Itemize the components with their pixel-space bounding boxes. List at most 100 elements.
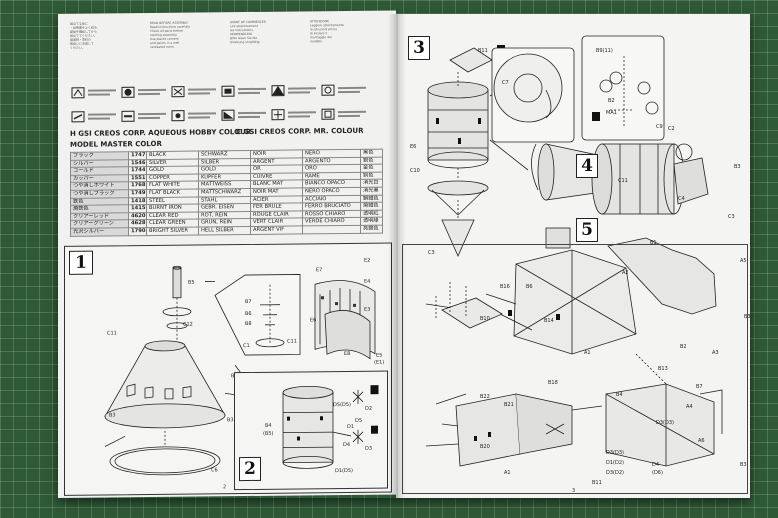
instruction-icons [70,83,384,134]
label-b16: B16 [500,284,510,290]
step-3-number: 3 [408,36,430,60]
left-page-number: 2 [223,484,227,491]
paint-cell-de: HELL SILBER [198,226,251,235]
label-b3-step3: B3 [734,164,741,170]
label-b18: B18 [548,380,558,386]
paint-cell-code: 4628 [128,219,147,228]
label-e3: E3 [364,306,371,313]
label-a5: A5 [740,258,747,264]
paint-cell-code: 1418 [128,197,147,205]
label-a4: A4 [686,404,693,410]
right-page: 3 B11 C5 E6 C10 [396,14,750,498]
label-e7: E7 [316,267,323,274]
label-b2-step5: B2 [680,344,687,350]
paint-cell-code: 1768 [128,181,147,190]
label-c7: C7 [502,80,509,86]
header-text-english: READ BEFORE ASSEMBLY Read instructions c… [150,20,191,50]
label-b22: B22 [480,394,490,400]
label-ma1: MA1 [606,110,617,116]
label-c12: C12 [183,321,193,328]
paint-cell-code: 1790 [128,227,147,236]
label-d5: D5(D5) [333,401,351,409]
aqueous-heading: H GSI CREOS CORP. AQUEOUS HOBBY COLOUR [70,128,251,138]
step-2-drawing [282,385,379,469]
step-3-drawing [427,45,529,257]
label-c3: C3 [428,250,435,256]
header-text-japanese: 組立てる前に ・説明書をよく読み、 部品を確認してから 組立ててください。 接着… [70,21,101,50]
label-b1-step5: B1 [650,240,657,246]
label-d6-bracket: (D6) [652,470,663,476]
mr-colour-title: GSI CREOS CORP. MR. COLOUR [243,126,364,137]
label-b9: B9(11) [596,48,613,54]
paint-cell-jp: 光沢シルバー [70,227,129,236]
label-c9: C9 [656,124,663,130]
label-b7: B7 [245,298,252,306]
paint-cell-code: 1415 [128,204,147,213]
label-d4: D4 [343,441,351,449]
label-d3-d2: D3(D2) [606,470,624,476]
label-e4: E4 [364,278,371,285]
paint-cell-code: 1747 [128,151,147,160]
label-b3-step5: B3 [744,314,750,320]
label-b3: B3 [109,412,116,419]
label-c3-step4: C3 [728,214,735,220]
label-b6-step5: B6 [526,284,533,290]
label-d1: D1 [347,423,355,430]
label-b2-step3: B2 [608,98,615,104]
label-e8: E8 [344,350,351,358]
model-master-heading: MODEL MASTER COLOR [70,140,162,149]
label-b5-bracket: (B5) [263,430,274,437]
header-text-italian: ATTENZIONE Leggere attentamente le istru… [310,19,344,44]
label-b21: B21 [504,402,514,408]
mr-colour-prefix: C [236,128,242,137]
label-e5: E5 [376,352,383,359]
label-c11: C11 [107,330,117,337]
model-master-title: MODEL MASTER COLOR [70,139,162,149]
label-a1: A1 [584,350,591,356]
instruction-booklet: 組立てる前に ・説明書をよく読み、 部品を確認してから 組立ててください。 接着… [58,10,750,499]
label-b5: B5 [188,279,195,286]
paint-cell-code: 4620 [128,212,147,221]
label-c11-step4: C11 [618,178,628,184]
paint-cell-code: 1744 [128,166,147,175]
paint-cell-code: 1749 [128,189,147,198]
label-b3-lower: B3 [740,462,747,468]
label-d5-small: D5 [355,417,363,424]
label-c1: C1 [243,342,250,350]
label-a2: A2 [622,270,629,276]
label-e6: E6 [310,317,317,324]
label-e2: E2 [364,257,371,264]
label-d2: D2 [365,405,373,412]
label-c4: C4 [678,196,685,202]
step-3-panel: 3 B11 C5 E6 C10 [402,20,570,257]
mr-colour-heading: C GSI CREOS CORP. MR. COLOUR [236,127,363,136]
label-a3: A3 [712,350,719,356]
label-b11-step5: B11 [592,480,602,486]
paint-cell-code: 1546 [128,159,147,167]
label-e6-step3: E6 [410,144,417,150]
label-b4-step5: B4 [616,392,623,398]
label-b8: B8 [245,320,252,328]
paint-cell-fr: ARGENT VIF [250,225,303,235]
aqueous-title: GSI CREOS CORP. AQUEOUS HOBBY COLOUR [78,127,252,138]
label-d4-step5: D4 [652,462,660,468]
paint-cell-en: BRIGHT SILVER [146,226,199,236]
label-c10: C10 [410,168,420,174]
label-d1-d2: D1(D2) [606,460,624,466]
label-c6: C6 [211,467,218,474]
label-b7-step5: B7 [696,384,703,390]
label-d3-d3-right: D3(D3) [656,420,674,426]
label-b11: B11 [478,48,488,54]
label-c2: C2 [668,126,675,132]
label-e1: (E1) [374,359,385,366]
step-3-detail-drawing [425,35,723,467]
left-page: 組立てる前に ・説明書をよく読み、 部品を確認してから 組立ててください。 接着… [58,10,396,499]
paint-cell-cn: 亮銀色 [360,225,383,233]
label-b10: B10 [480,316,490,322]
aqueous-prefix: H [70,129,76,138]
step-4-number: 4 [576,154,598,178]
label-a1-lower: A1 [504,470,511,476]
step-5-panel [402,244,748,494]
right-page-number: 3 [572,488,576,494]
